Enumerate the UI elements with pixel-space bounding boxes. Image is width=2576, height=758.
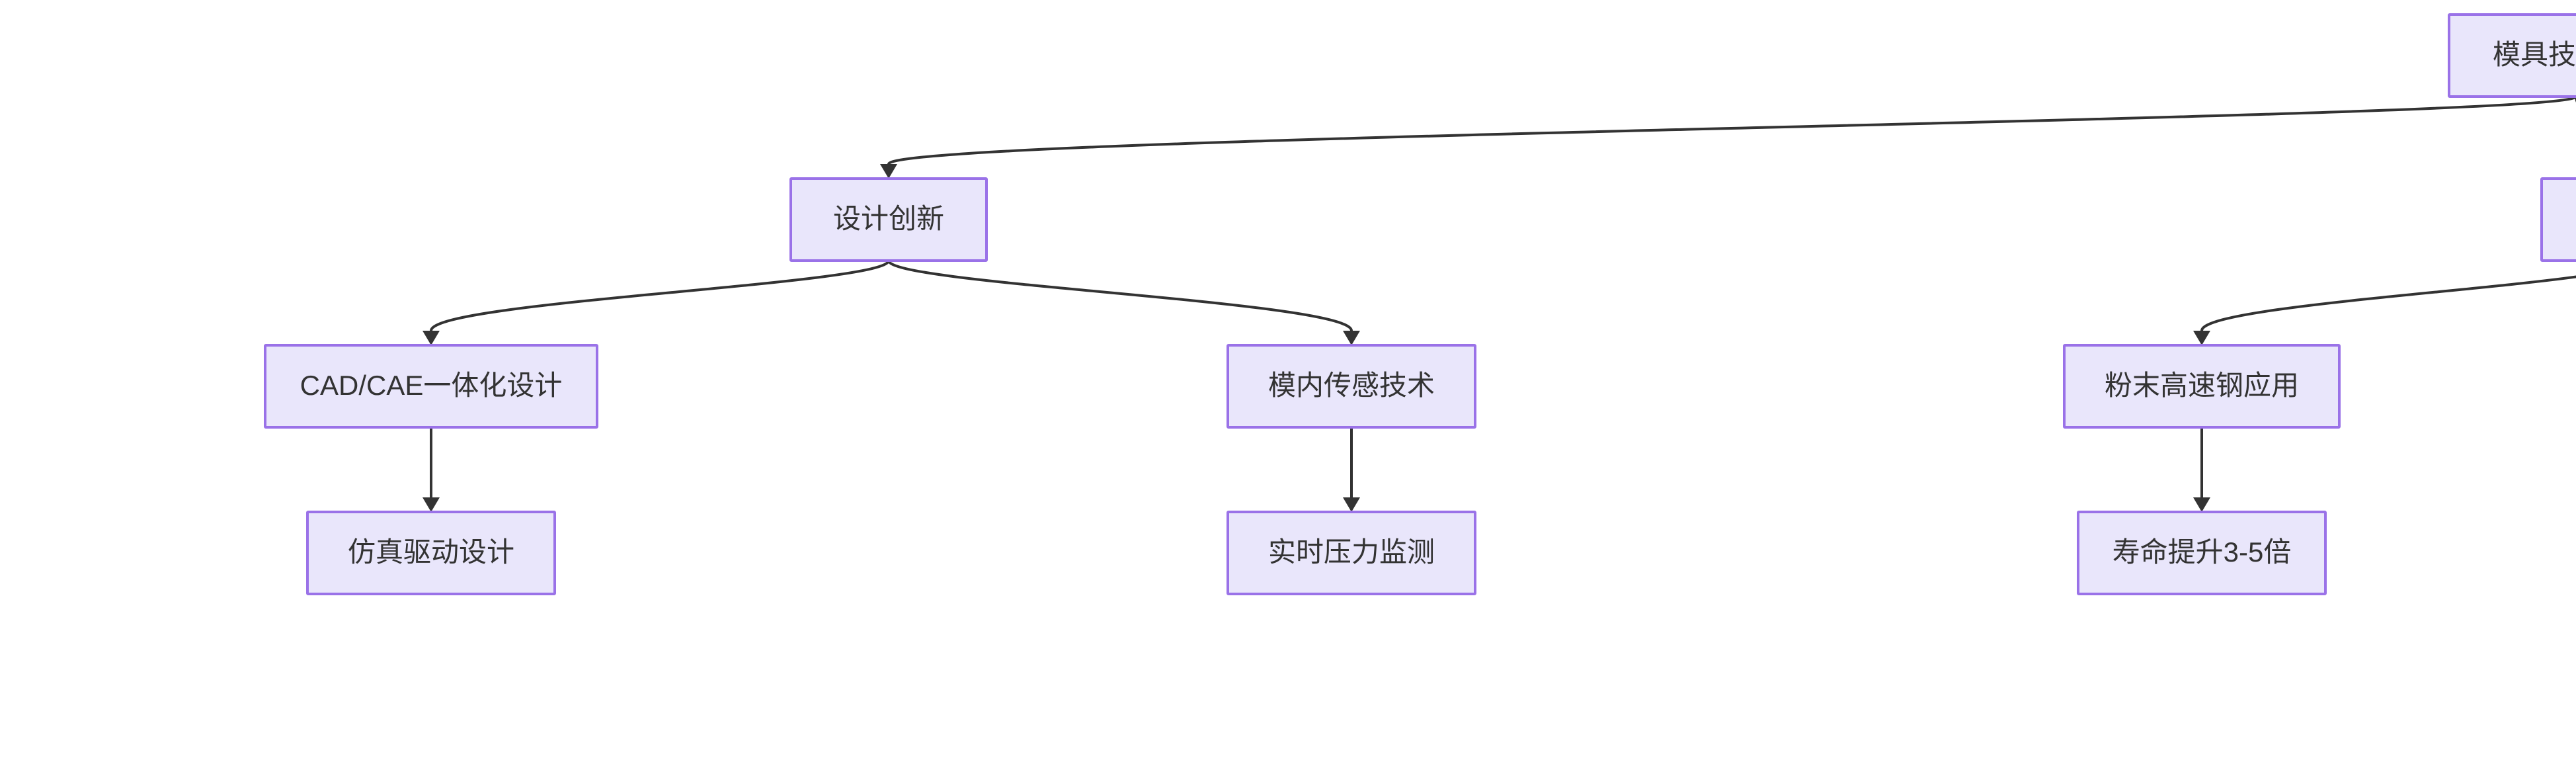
node-box-d2[interactable] (1227, 511, 1476, 595)
node-b2[interactable]: 材料创新 (2540, 177, 2576, 262)
node-b1[interactable]: 设计创新 (789, 177, 988, 262)
node-label-d1: 仿真驱动设计 (348, 536, 514, 568)
node-box-root[interactable] (2448, 13, 2576, 98)
node-d2[interactable]: 实时压力监测 (1227, 511, 1476, 595)
node-c1[interactable]: CAD/CAE一体化设计 (264, 344, 598, 429)
node-label-c3: 粉末高速钢应用 (2105, 370, 2299, 401)
edge-b1-to-c2 (887, 259, 1353, 331)
arrowhead-c1-to-d1 (423, 497, 440, 512)
arrowhead-c2-to-d2 (1343, 497, 1360, 512)
node-root[interactable]: 模具技术创新 (2448, 13, 2576, 98)
node-box-d3[interactable] (2077, 511, 2327, 595)
node-box-c2[interactable] (1227, 344, 1476, 429)
node-label-c2: 模内传感技术 (1268, 370, 1435, 401)
edge-b2-to-c3 (2200, 275, 2576, 331)
arrowhead-root-to-b1 (880, 164, 897, 179)
node-label-c1: CAD/CAE一体化设计 (300, 370, 563, 401)
node-box-b1[interactable] (789, 177, 988, 262)
node-c2[interactable]: 模内传感技术 (1227, 344, 1476, 429)
node-c3[interactable]: 粉末高速钢应用 (2063, 344, 2341, 429)
node-d3[interactable]: 寿命提升3-5倍 (2077, 511, 2327, 595)
node-label-b1: 设计创新 (833, 203, 944, 234)
edge-b1-to-c1 (430, 259, 890, 331)
node-label-root: 模具技术创新 (2493, 39, 2576, 70)
arrowhead-b1-to-c2 (1343, 331, 1360, 345)
node-box-d1[interactable] (306, 511, 556, 595)
arrowhead-b2-to-c3 (2193, 331, 2210, 345)
node-label-d3: 寿命提升3-5倍 (2113, 536, 2292, 568)
node-label-d2: 实时压力监测 (1268, 536, 1435, 568)
node-box-c3[interactable] (2063, 344, 2341, 429)
edges-layer (423, 95, 2576, 512)
node-box-b2[interactable] (2540, 177, 2576, 262)
edge-root-to-b1 (887, 95, 2576, 165)
node-d1[interactable]: 仿真驱动设计 (306, 511, 556, 595)
arrowhead-b1-to-c1 (423, 331, 440, 345)
nodes-layer: 模具技术创新设计创新材料创新制造创新CAD/CAE一体化设计模内传感技术粉末高速… (264, 13, 2576, 595)
node-box-c1[interactable] (264, 344, 598, 429)
arrowhead-c3-to-d3 (2193, 497, 2210, 512)
